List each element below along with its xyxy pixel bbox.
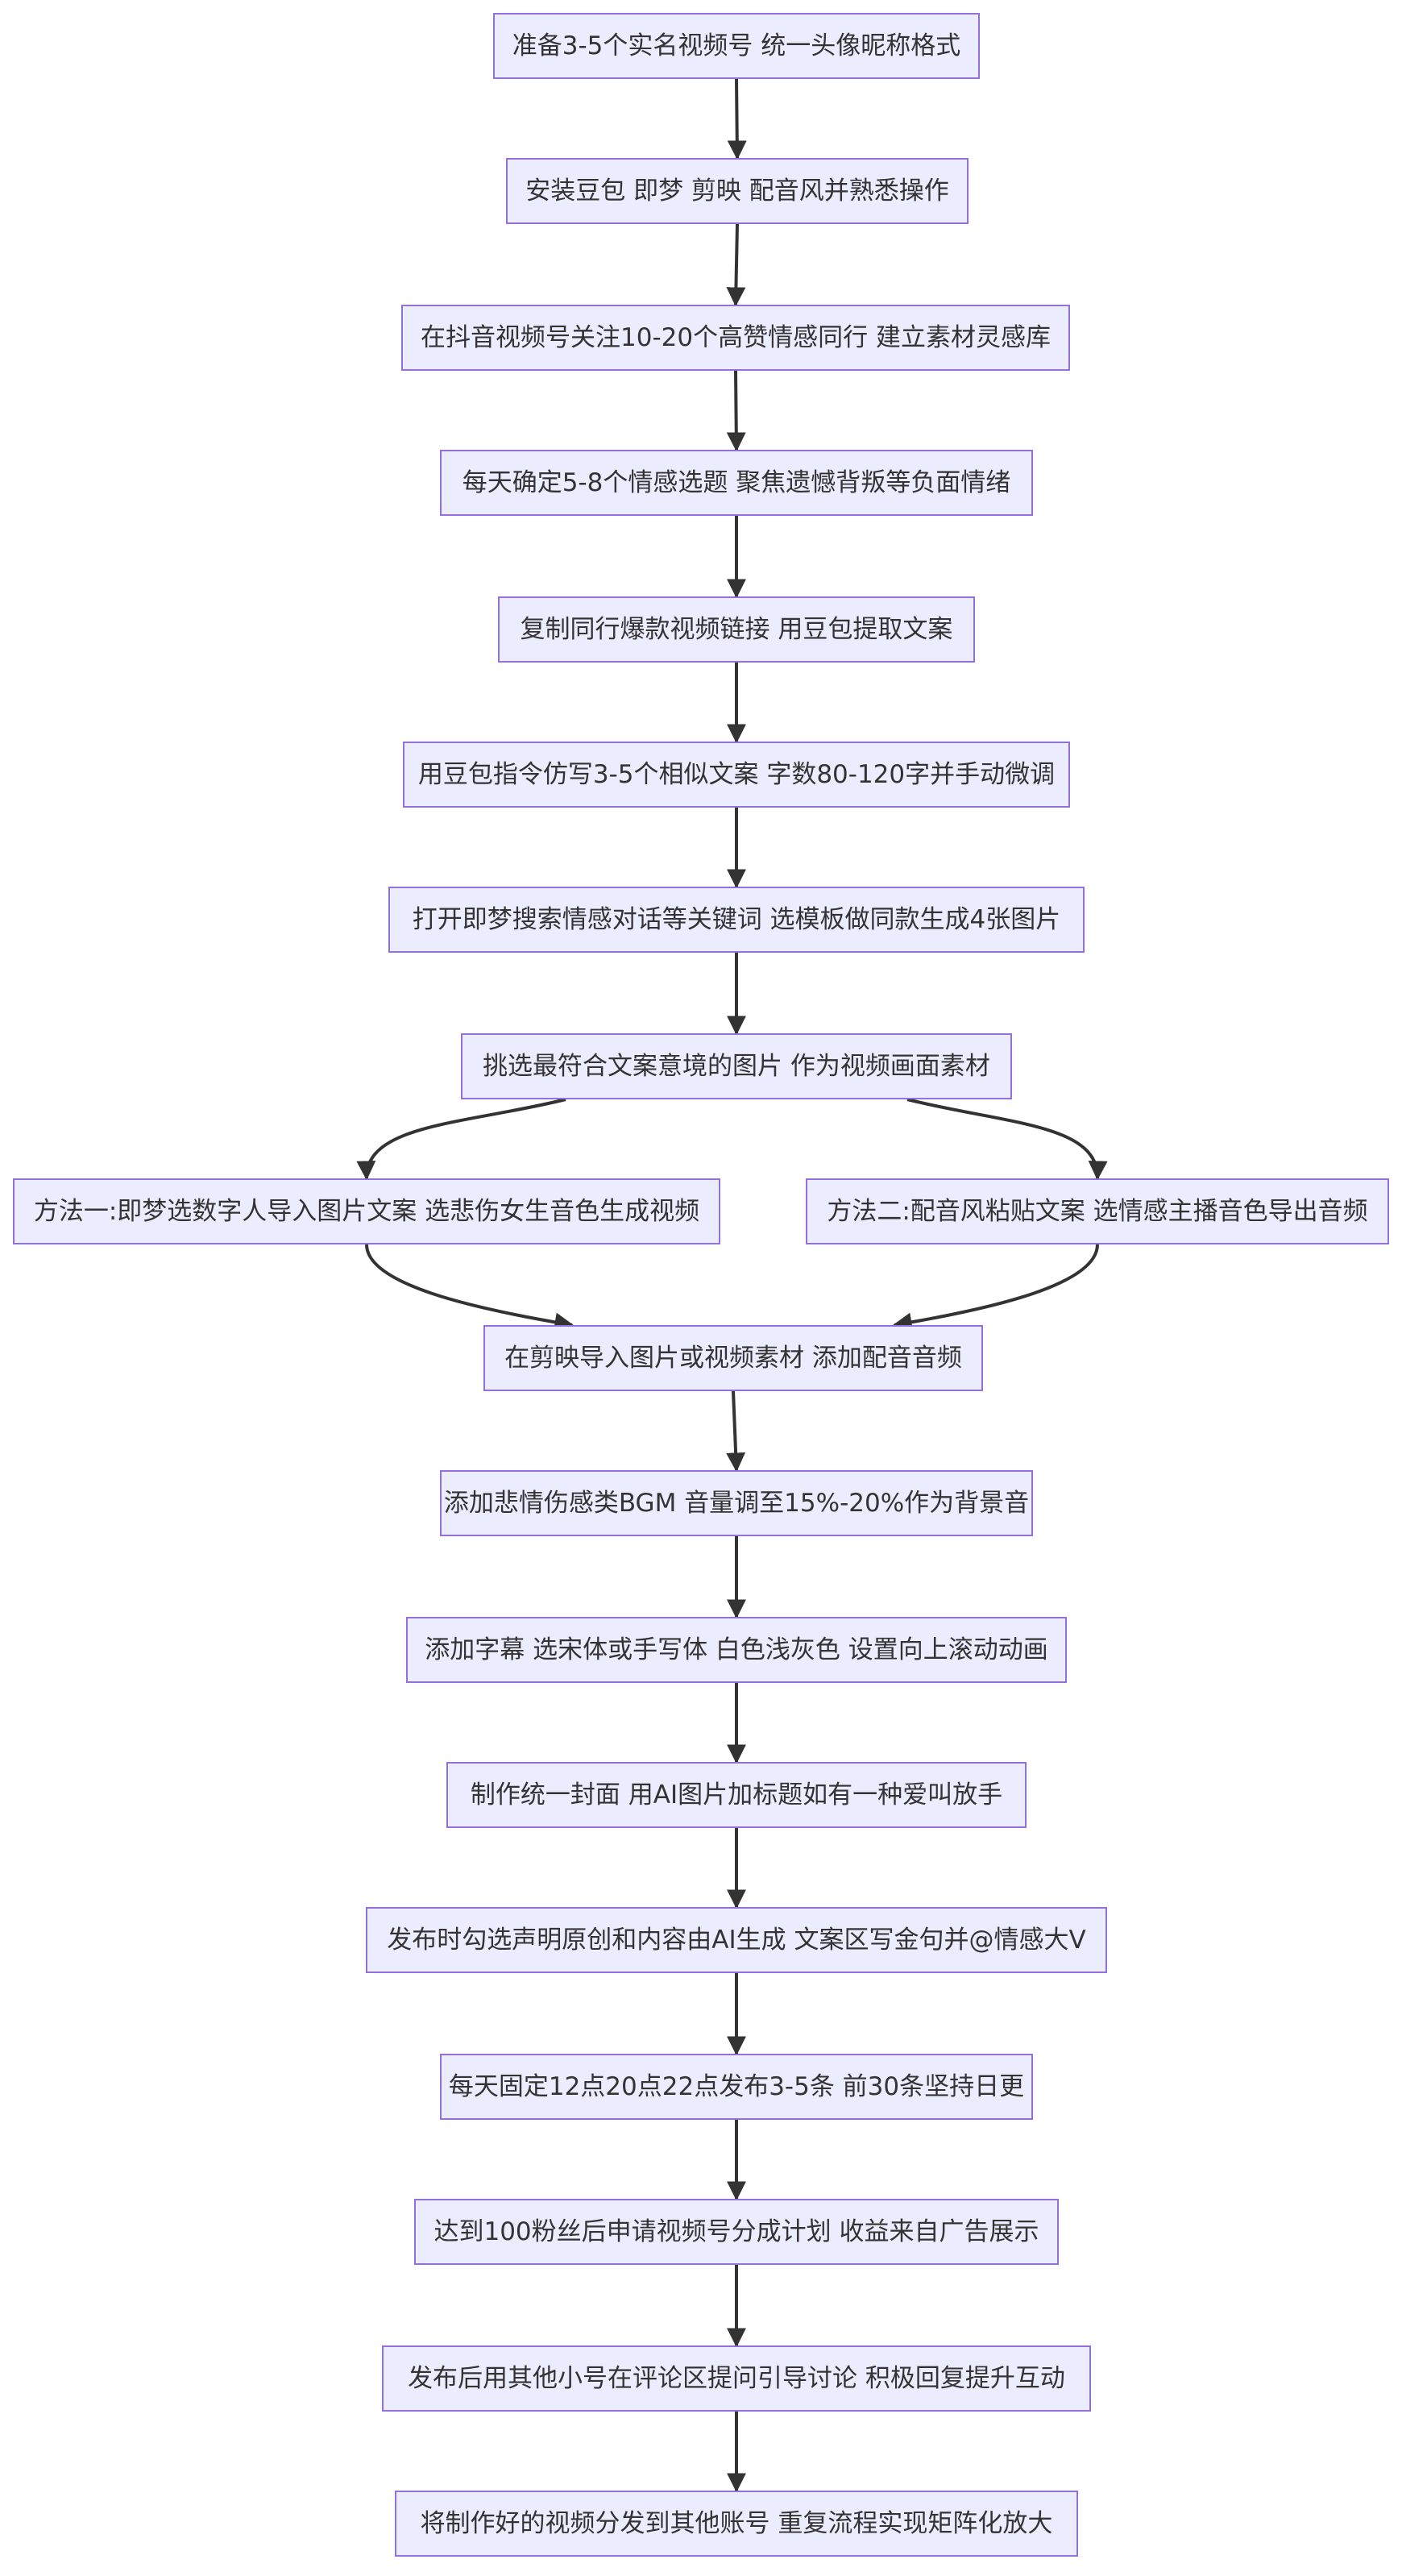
edge-n1-n2 [727,78,747,160]
step-prepare-accounts: 准备3-5个实名视频号 统一头像昵称格式 [493,13,980,79]
step-publish-schedule: 每天固定12点20点22点发布3-5条 前30条坚持日更 [440,2054,1033,2120]
step-make-cover: 制作统一封面 用AI图片加标题如有一种爱叫放手 [446,1762,1027,1828]
step-daily-topics: 每天确定5-8个情感选题 聚焦遗憾背叛等负面情绪 [440,450,1033,516]
edge-n9a-n10 [365,1244,574,1332]
edge-n8-n9b [906,1098,1108,1181]
step-boost-comments: 发布后用其他小号在评论区提问引导讨论 积极回复提升互动 [382,2345,1091,2412]
edge-n8-n9a [356,1098,566,1181]
step-import-jianying: 在剪映导入图片或视频素材 添加配音音频 [483,1325,983,1391]
step-distribute-matrix: 将制作好的视频分发到其他账号 重复流程实现矩阵化放大 [395,2491,1078,2557]
edge-n10-n11 [726,1390,746,1473]
step-generate-images: 打开即梦搜索情感对话等关键词 选模板做同款生成4张图片 [388,887,1085,953]
step-add-subtitles: 添加字幕 选宋体或手写体 白色浅灰色 设置向上滚动动画 [406,1617,1067,1683]
step-publish-settings: 发布时勾选声明原创和内容由AI生成 文案区写金句并@情感大V [366,1907,1107,1973]
step-apply-revenue: 达到100粉丝后申请视频号分成计划 收益来自广告展示 [414,2199,1059,2265]
step-add-bgm: 添加悲情伤感类BGM 音量调至15%-20%作为背景音 [440,1470,1033,1536]
step-install-tools: 安装豆包 即梦 剪映 配音风并熟悉操作 [506,158,969,224]
step-extract-copy: 复制同行爆款视频链接 用豆包提取文案 [498,596,975,663]
edge-n9b-n10 [892,1244,1099,1332]
step-follow-peers: 在抖音视频号关注10-20个高赞情感同行 建立素材灵感库 [401,305,1070,371]
step-method-two: 方法二:配音风粘贴文案 选情感主播音色导出音频 [806,1178,1389,1244]
step-select-images: 挑选最符合文案意境的图片 作为视频画面素材 [461,1033,1012,1099]
edge-n2-n3 [726,223,746,307]
step-method-one: 方法一:即梦选数字人导入图片文案 选悲伤女生音色生成视频 [13,1178,720,1244]
step-rewrite-copy: 用豆包指令仿写3-5个相似文案 字数80-120字并手动微调 [403,742,1070,808]
